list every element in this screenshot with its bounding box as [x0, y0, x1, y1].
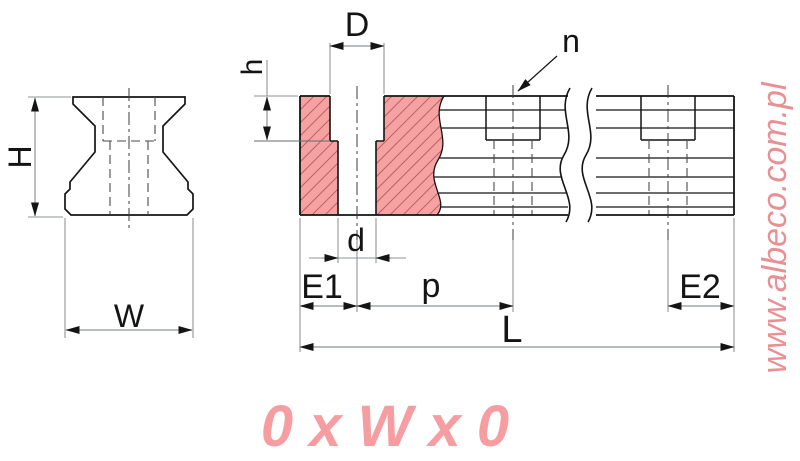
section-hole-edges	[329, 96, 385, 215]
dimension-p: p	[356, 267, 514, 310]
hidden-hole-lines	[109, 141, 149, 215]
dim-label-E1: E1	[301, 268, 343, 306]
dim-label-D: D	[345, 6, 370, 44]
dim-label-H: H	[2, 145, 38, 168]
H-extension-lines	[28, 96, 71, 218]
dim-label-h: h	[236, 59, 269, 76]
hole-centerlines	[356, 85, 669, 240]
front-view: H W	[2, 88, 194, 338]
dim-label-E2: E2	[679, 268, 721, 306]
break-line	[559, 87, 593, 223]
W-extension-lines	[64, 218, 194, 338]
watermark-text: www.albeco.com.pl	[756, 81, 794, 373]
hole-center-extensions	[356, 240, 669, 312]
profile-edge-lines	[430, 109, 734, 208]
side-view: D h n d E1 p E2	[236, 6, 735, 352]
rail-profile-outline	[64, 96, 194, 216]
hidden-counterbore-lines	[102, 97, 156, 142]
section-wavy-edge	[433, 95, 445, 216]
dimension-d: d	[309, 218, 406, 263]
dim-label-W: W	[114, 298, 145, 334]
dimension-E2: E2	[667, 268, 735, 310]
dimension-E1: E1	[299, 268, 358, 310]
dimension-D: D	[329, 6, 385, 94]
callout-n: n	[517, 23, 580, 92]
dim-label-p: p	[422, 267, 441, 305]
part-code-text: 0 x W x 0	[261, 394, 509, 459]
dim-label-L: L	[501, 309, 522, 351]
dimension-h: h	[236, 59, 298, 141]
dim-label-d: d	[347, 222, 365, 258]
dim-label-n: n	[562, 23, 580, 59]
dimension-L: L	[299, 218, 735, 352]
